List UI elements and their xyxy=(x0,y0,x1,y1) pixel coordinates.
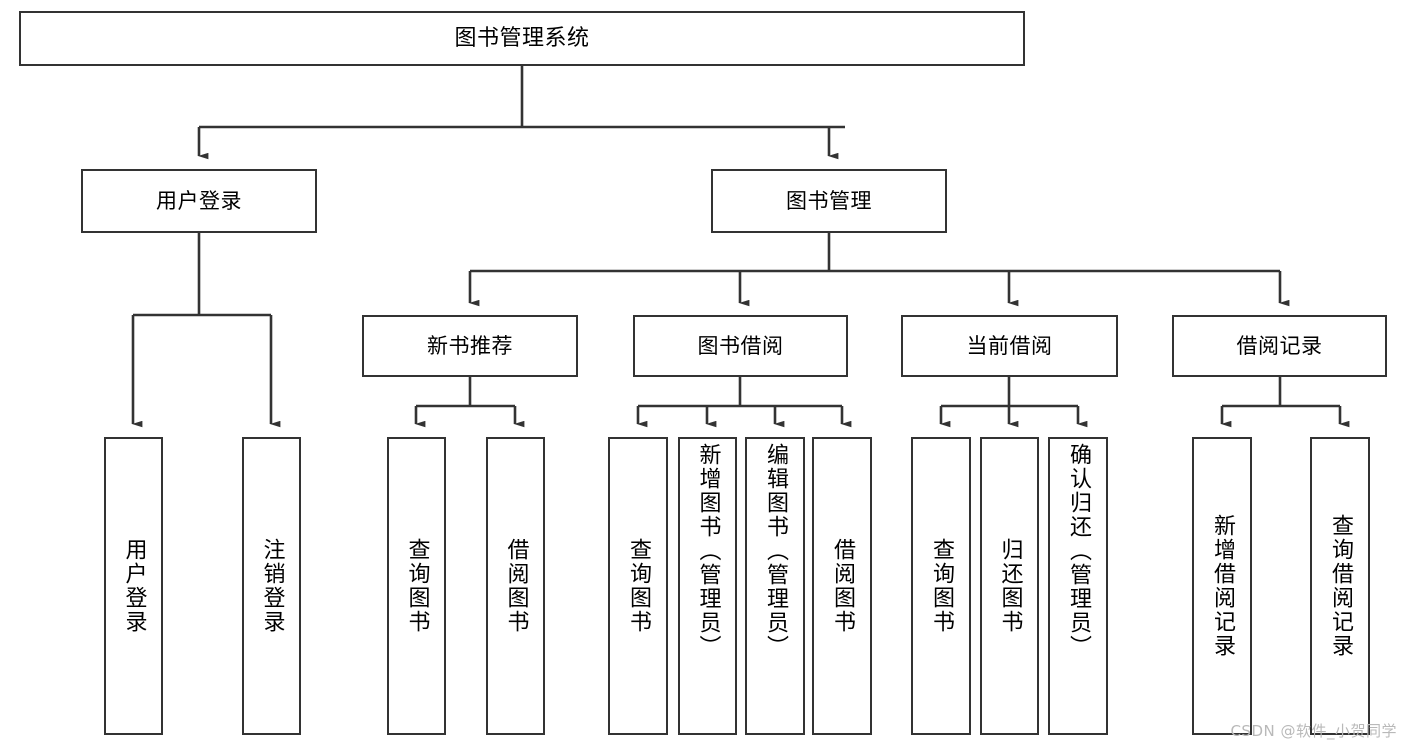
node-label: 查询图书 xyxy=(929,538,954,634)
node-root-book-management-system[interactable]: 图书管理系统 xyxy=(19,11,1025,66)
node-label: 图书借阅 xyxy=(697,333,784,358)
watermark-csdn: CSDN @软件_小贺同学 xyxy=(1230,722,1397,740)
node-user-login[interactable]: 用户登录 xyxy=(81,169,317,233)
node-leaf-borrow-book[interactable]: 借阅图书 xyxy=(812,437,872,735)
node-label: 图书管理系统 xyxy=(454,25,590,51)
node-borrow-record[interactable]: 借阅记录 xyxy=(1172,315,1387,377)
node-label: 查询借阅记录 xyxy=(1328,514,1353,658)
node-leaf-edit-book-admin[interactable]: 编辑图书（管理员） xyxy=(745,437,805,735)
node-label: 新书推荐 xyxy=(427,333,513,358)
node-label: 借阅图书 xyxy=(830,538,855,634)
node-label: 借阅记录 xyxy=(1236,333,1323,358)
node-leaf-borrow-book-recommend[interactable]: 借阅图书 xyxy=(486,437,545,735)
node-label: 查询图书 xyxy=(626,538,651,634)
node-leaf-return-book[interactable]: 归还图书 xyxy=(980,437,1039,735)
node-leaf-query-borrow-record[interactable]: 查询借阅记录 xyxy=(1310,437,1370,735)
node-new-book-recommend[interactable]: 新书推荐 xyxy=(362,315,578,377)
node-book-manage[interactable]: 图书管理 xyxy=(711,169,947,233)
node-label: 用户登录 xyxy=(121,538,147,634)
node-label: 注销登录 xyxy=(259,538,285,634)
node-label: 归还图书 xyxy=(997,538,1023,634)
node-book-borrow[interactable]: 图书借阅 xyxy=(633,315,848,377)
node-label: 当前借阅 xyxy=(966,333,1053,358)
node-leaf-query-book-borrow[interactable]: 查询图书 xyxy=(608,437,668,735)
node-label: 借阅图书 xyxy=(503,538,529,634)
node-label: 图书管理 xyxy=(786,188,872,213)
node-label: 新增借阅记录 xyxy=(1210,514,1235,658)
node-label: 确认归还（管理员） xyxy=(1066,443,1091,659)
node-leaf-confirm-return-admin[interactable]: 确认归还（管理员） xyxy=(1048,437,1108,735)
node-leaf-logout-login[interactable]: 注销登录 xyxy=(242,437,301,735)
node-leaf-query-book-current[interactable]: 查询图书 xyxy=(911,437,971,735)
node-leaf-add-borrow-record[interactable]: 新增借阅记录 xyxy=(1192,437,1252,735)
node-label: 查询图书 xyxy=(404,538,430,634)
node-label: 新增图书（管理员） xyxy=(695,443,721,659)
node-leaf-user-login[interactable]: 用户登录 xyxy=(104,437,163,735)
node-current-borrow[interactable]: 当前借阅 xyxy=(901,315,1118,377)
node-leaf-query-book-recommend[interactable]: 查询图书 xyxy=(387,437,446,735)
node-leaf-add-book-admin[interactable]: 新增图书（管理员） xyxy=(678,437,737,735)
node-label: 编辑图书（管理员） xyxy=(763,443,788,659)
node-label: 用户登录 xyxy=(156,188,242,213)
